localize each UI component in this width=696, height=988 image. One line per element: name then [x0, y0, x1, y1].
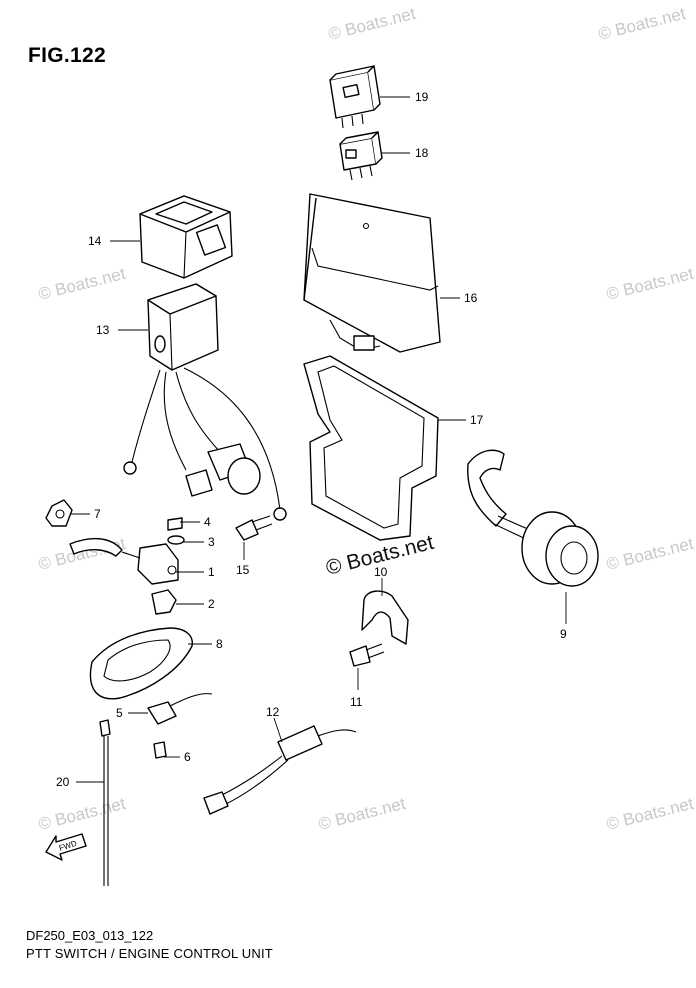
callout-4: 4 [204, 515, 211, 529]
callout-15: 15 [236, 563, 250, 577]
watermark: © Boats.net [36, 794, 127, 834]
callout-7: 7 [94, 507, 101, 521]
switch-5 [147, 693, 213, 759]
ecu-cover-17 [303, 355, 439, 541]
callout-5: 5 [116, 706, 123, 720]
callout-labels: 19 18 14 13 16 17 7 4 3 1 2 8 15 10 9 11… [56, 90, 567, 789]
fwd-arrow: FWD [45, 833, 87, 861]
cover-14 [139, 195, 233, 279]
callout-19: 19 [415, 90, 429, 104]
callout-9: 9 [560, 627, 567, 641]
callout-8: 8 [216, 637, 223, 651]
watermark: © Boats.net [36, 264, 127, 304]
bolt-11 [349, 643, 385, 690]
clamp-10 [361, 578, 409, 645]
watermark: © Boats.net [604, 794, 695, 834]
watermark: © Boats.net [316, 794, 407, 834]
callout-10: 10 [374, 565, 388, 579]
callout-12: 12 [266, 705, 280, 719]
connector-12 [203, 717, 357, 815]
figure-caption: PTT SWITCH / ENGINE CONTROL UNIT [26, 946, 273, 961]
callout-1: 1 [208, 565, 215, 579]
callout-18: 18 [415, 146, 429, 160]
relay-19 [329, 65, 381, 129]
watermark: © Boats.net [596, 4, 687, 44]
watermark: © Boats.net [604, 534, 695, 574]
callout-13: 13 [96, 323, 110, 337]
switch-9 [467, 449, 599, 624]
watermark: © Boats.net [326, 4, 417, 44]
callout-11: 11 [350, 695, 363, 709]
callout-16: 16 [464, 291, 478, 305]
cable-tie-20 [99, 719, 111, 886]
callout-3: 3 [208, 535, 215, 549]
callout-6: 6 [184, 750, 191, 764]
callout-2: 2 [208, 597, 215, 611]
watermark: © Boats.net [604, 264, 695, 304]
ecu-16 [303, 193, 441, 353]
callout-17: 17 [470, 413, 484, 427]
figure-code: DF250_E03_013_122 [26, 928, 154, 943]
relay-18 [339, 131, 383, 181]
leader-lines [70, 96, 466, 783]
callout-14: 14 [88, 234, 102, 248]
unit-13-harness [123, 283, 287, 521]
callout-20: 20 [56, 775, 70, 789]
sensor-assembly [45, 499, 193, 700]
bolt-15 [235, 515, 273, 560]
figure-title: FIG.122 [28, 44, 106, 67]
